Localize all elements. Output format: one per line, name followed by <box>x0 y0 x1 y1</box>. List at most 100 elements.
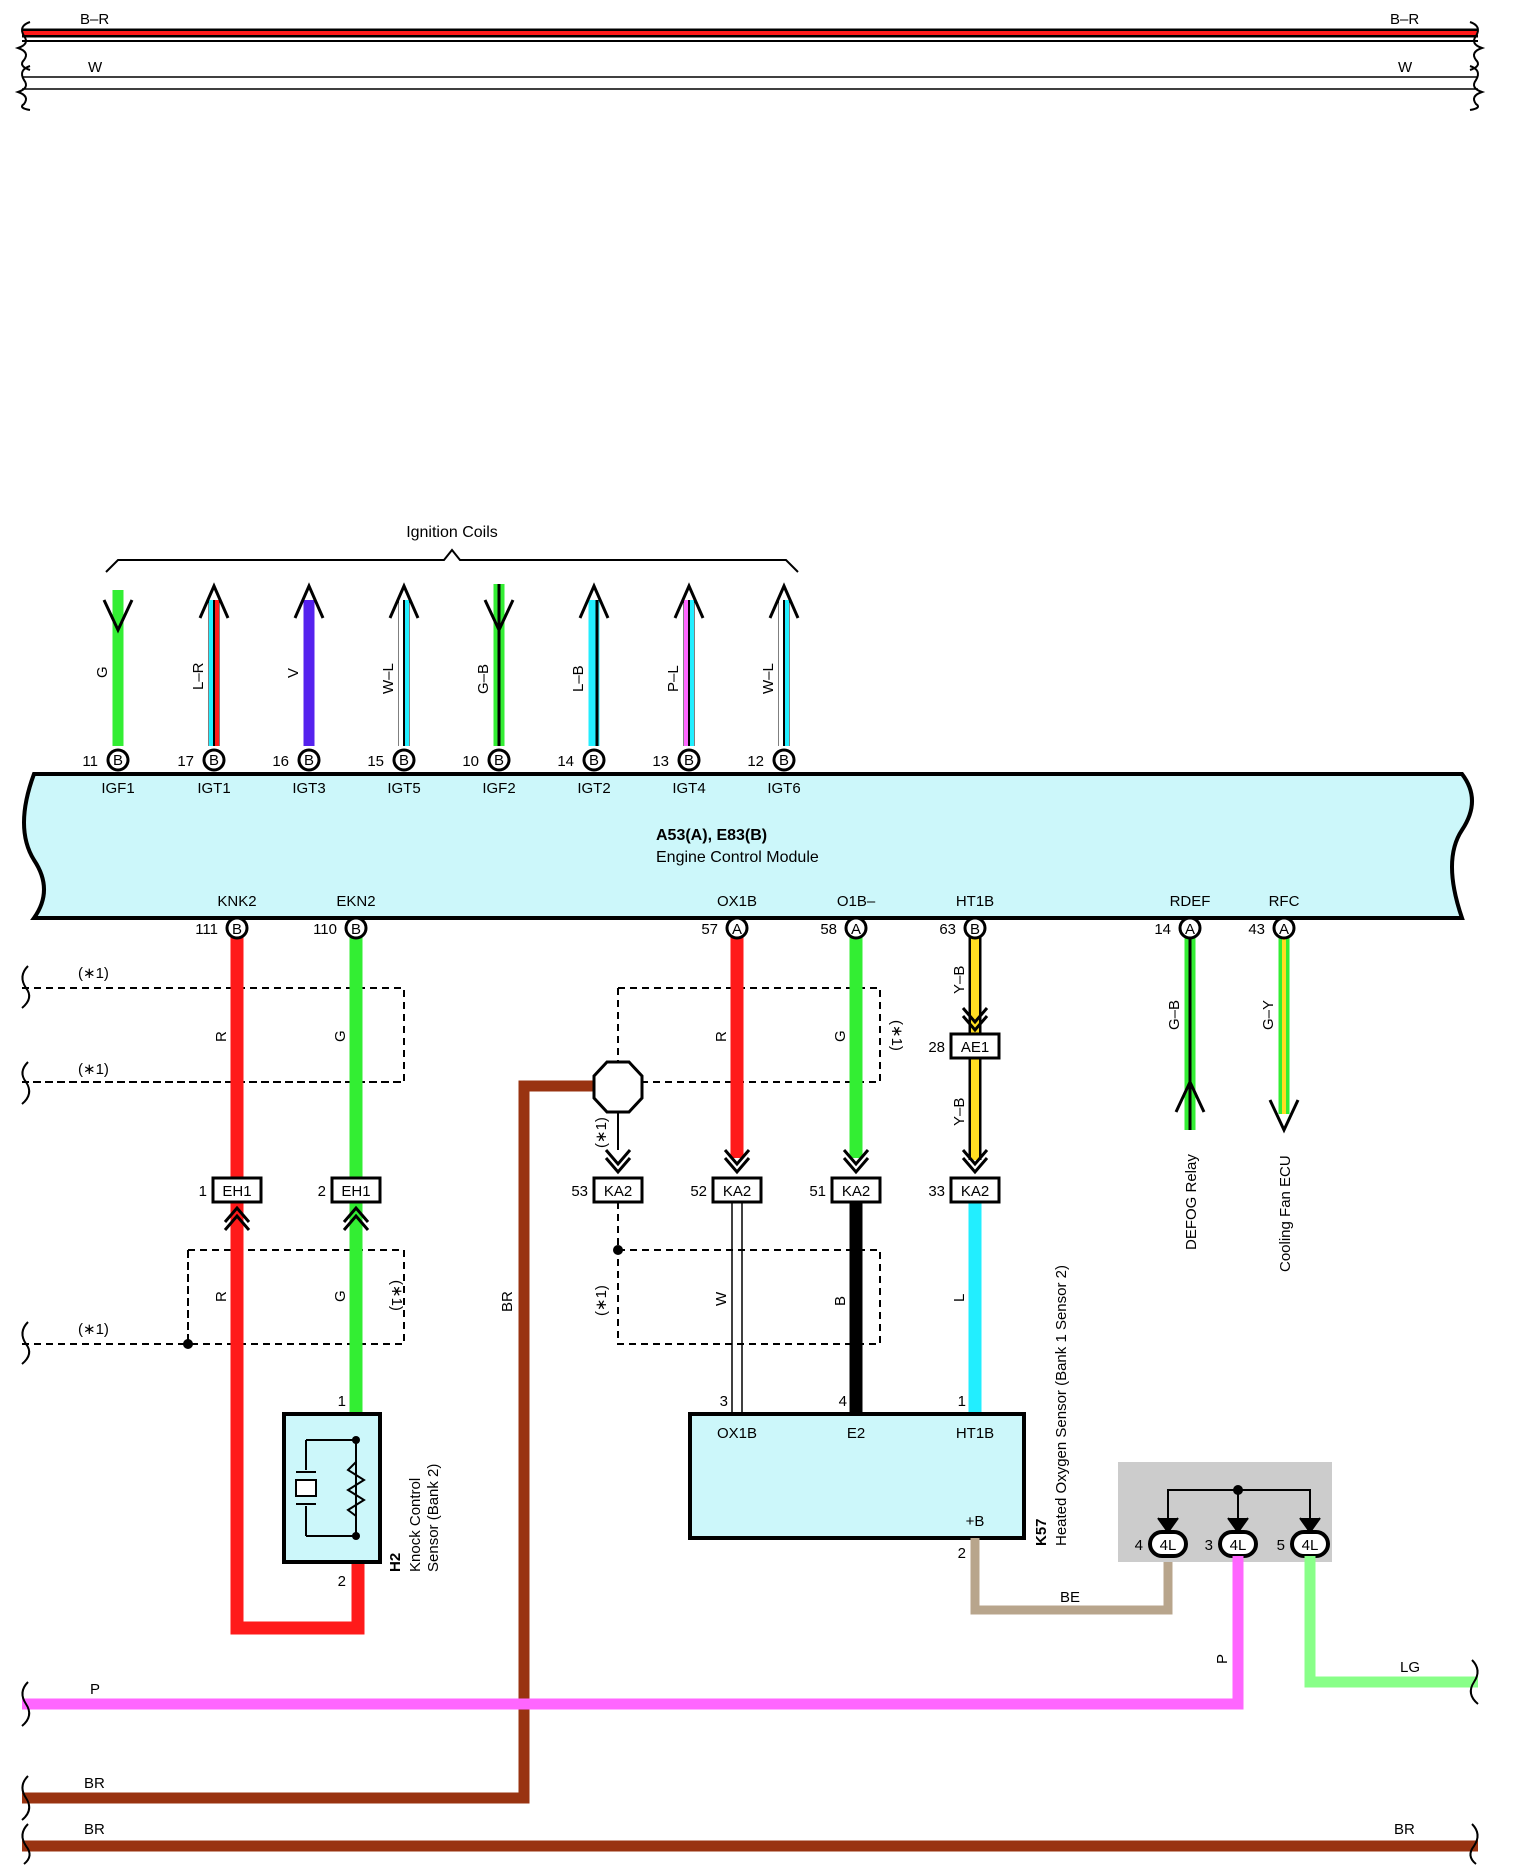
pin-number: 111 <box>195 921 218 938</box>
junction-terminal-name: 4L <box>1160 1537 1177 1554</box>
junction-terminal <box>1148 1530 1188 1558</box>
pin-number: 14 <box>1154 921 1171 938</box>
pin-conn-letter: B <box>589 752 599 769</box>
pin-conn-letter: B <box>684 752 694 769</box>
rdef-rfc-wiring: A 14 A 43 G–B G–Y DEFOG Relay Cooling Fa… <box>1154 916 1300 1272</box>
break-mark-icon <box>21 1321 31 1365</box>
piezo-element-icon <box>295 1479 317 1497</box>
oxygen-sensor-name: Heated Oxygen Sensor (Bank 1 Sensor 2) <box>1053 1265 1070 1546</box>
wire-color-label: V <box>285 668 302 678</box>
o2-pin-e2: 4 <box>839 1393 847 1410</box>
connector-name: KA2 <box>961 1183 989 1200</box>
wire-color-label: L–R <box>190 662 207 690</box>
pin-conn-letter: B <box>494 752 504 769</box>
shield-box-upper <box>22 987 405 1083</box>
wire-color-label: W–L <box>760 663 777 694</box>
connector-pin: 2 <box>318 1183 326 1200</box>
junction-pin: 5 <box>1277 1537 1285 1554</box>
connector-chevron-icon <box>723 1149 751 1175</box>
connector-pin: 33 <box>928 1183 945 1200</box>
connector-eh1-pin2: EH1 2 <box>318 1176 382 1231</box>
connector-box <box>330 1176 382 1204</box>
pin-name: IGT1 <box>197 780 230 797</box>
shield-box-o2-lower <box>617 1249 881 1345</box>
oxygen-sensor-wiring: (∗1) (∗1) (∗1) A 57 A 58 B 63 R G Y–B Y–… <box>571 916 1173 1615</box>
splice-dot-icon <box>183 1339 193 1349</box>
pin-conn-letter: B <box>304 752 314 769</box>
connector-name: KA2 <box>604 1183 632 1200</box>
arrow-in-icon <box>102 599 134 634</box>
bus-break-left-1 <box>14 21 31 71</box>
arrow-out-icon <box>388 582 420 619</box>
wire-knk2-red <box>230 930 365 1635</box>
connector-chevron-icon <box>842 1149 870 1175</box>
shield-note: (∗1) <box>888 1020 905 1051</box>
pin-number: 11 <box>82 753 98 770</box>
pin-name: IGT6 <box>767 780 800 797</box>
wire-igt1 <box>198 582 230 746</box>
arrow-out-icon <box>293 582 325 619</box>
arrow-out-icon <box>198 582 230 619</box>
pin-conn-letter: B <box>209 752 219 769</box>
wire-color-label: Y–B <box>951 1098 968 1126</box>
bus-br1-label: BR <box>84 1775 105 1792</box>
resistor-icon <box>346 1461 366 1517</box>
knock-pin-bottom: 2 <box>338 1573 346 1590</box>
pin-igt3: B 16 IGT3 <box>272 748 326 797</box>
pin-number: 12 <box>747 753 764 770</box>
wire-color-label: P <box>1214 1654 1231 1664</box>
connector-pin: 53 <box>571 1183 588 1200</box>
splice-dot-icon <box>1233 1485 1243 1495</box>
ecm-body <box>22 772 1474 920</box>
pin-igt2: B 14 IGT2 <box>557 748 611 797</box>
wire-color-label: P–L <box>665 665 682 692</box>
oxygen-sensor-body <box>688 1412 1026 1540</box>
pin-terminal-icon <box>677 748 701 772</box>
wire-color-label: Y–B <box>951 966 968 994</box>
shield-note: (∗1) <box>388 1280 405 1311</box>
pin-name: IGT2 <box>577 780 610 797</box>
pin-number: 63 <box>939 921 956 938</box>
pin-number: 14 <box>557 753 574 770</box>
wire-br-brown <box>22 1080 594 1804</box>
pin-number: 43 <box>1248 921 1265 938</box>
splice-dot-icon <box>613 1245 623 1255</box>
shield-note: (∗1) <box>78 965 109 982</box>
pin-number: 17 <box>177 753 194 770</box>
connector-box <box>211 1176 263 1204</box>
wire-igf1 <box>102 590 134 746</box>
pin-terminal-icon <box>1178 916 1202 940</box>
o2-pin-ox1b: 3 <box>720 1393 728 1410</box>
wire-color-label: L–B <box>570 665 587 692</box>
connector-name: EH1 <box>222 1183 251 1200</box>
connector-chevron-icon <box>961 1149 989 1175</box>
pin-conn-letter: B <box>232 921 242 938</box>
wire-color-label: BE <box>1060 1589 1080 1606</box>
wire-color-label: G–Y <box>1260 1000 1277 1030</box>
connector-chevron-icon <box>223 1205 251 1231</box>
wire-color-label: G <box>832 1030 849 1042</box>
knock-sensor-circuit <box>305 1439 357 1537</box>
arrow-out-icon <box>1174 1078 1206 1113</box>
pin-terminal-icon <box>225 916 249 940</box>
pin-conn-letter: B <box>399 752 409 769</box>
wire-p-pink <box>22 1556 1244 1710</box>
pin-conn-letter: B <box>351 921 361 938</box>
pin-name-o1b: O1B– <box>837 893 876 910</box>
o2-pin-ht1b: 1 <box>958 1393 966 1410</box>
pin-igt4: B 13 IGT4 <box>652 748 706 797</box>
connector-pin: 28 <box>928 1039 945 1056</box>
wire-color-label: G–B <box>475 664 492 694</box>
knock-sensor-name1: Knock Control <box>407 1478 424 1572</box>
wire-color-label: L <box>951 1294 968 1302</box>
bus-break-right-2 <box>1469 65 1486 111</box>
ignition-coils-group: Ignition Coils <box>94 524 800 746</box>
connector-name: AE1 <box>961 1039 989 1056</box>
pin-number: 13 <box>652 753 669 770</box>
wire-color-label: W <box>713 1291 730 1306</box>
pin-name-ekn2: EKN2 <box>336 893 375 910</box>
pin-name-ht1b: HT1B <box>956 893 994 910</box>
pin-terminal-icon <box>725 916 749 940</box>
terminal-ox1b: OX1B <box>717 1425 757 1442</box>
pin-name: IGT4 <box>672 780 705 797</box>
